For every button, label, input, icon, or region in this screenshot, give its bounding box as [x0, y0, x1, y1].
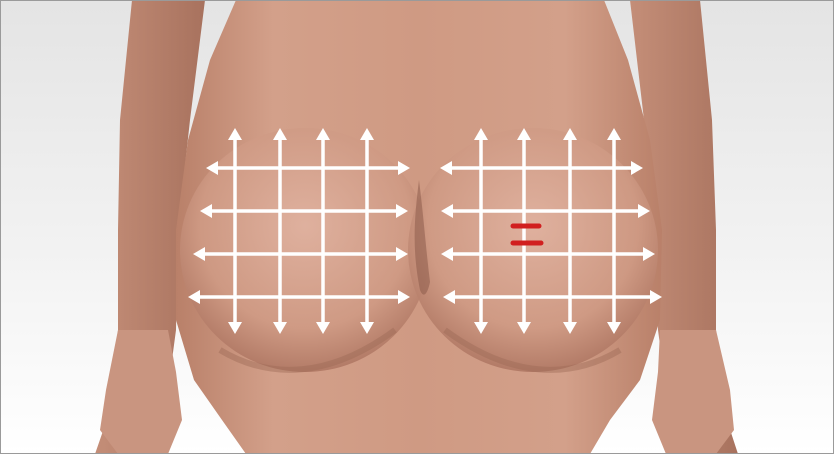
right-buttock [408, 128, 658, 372]
